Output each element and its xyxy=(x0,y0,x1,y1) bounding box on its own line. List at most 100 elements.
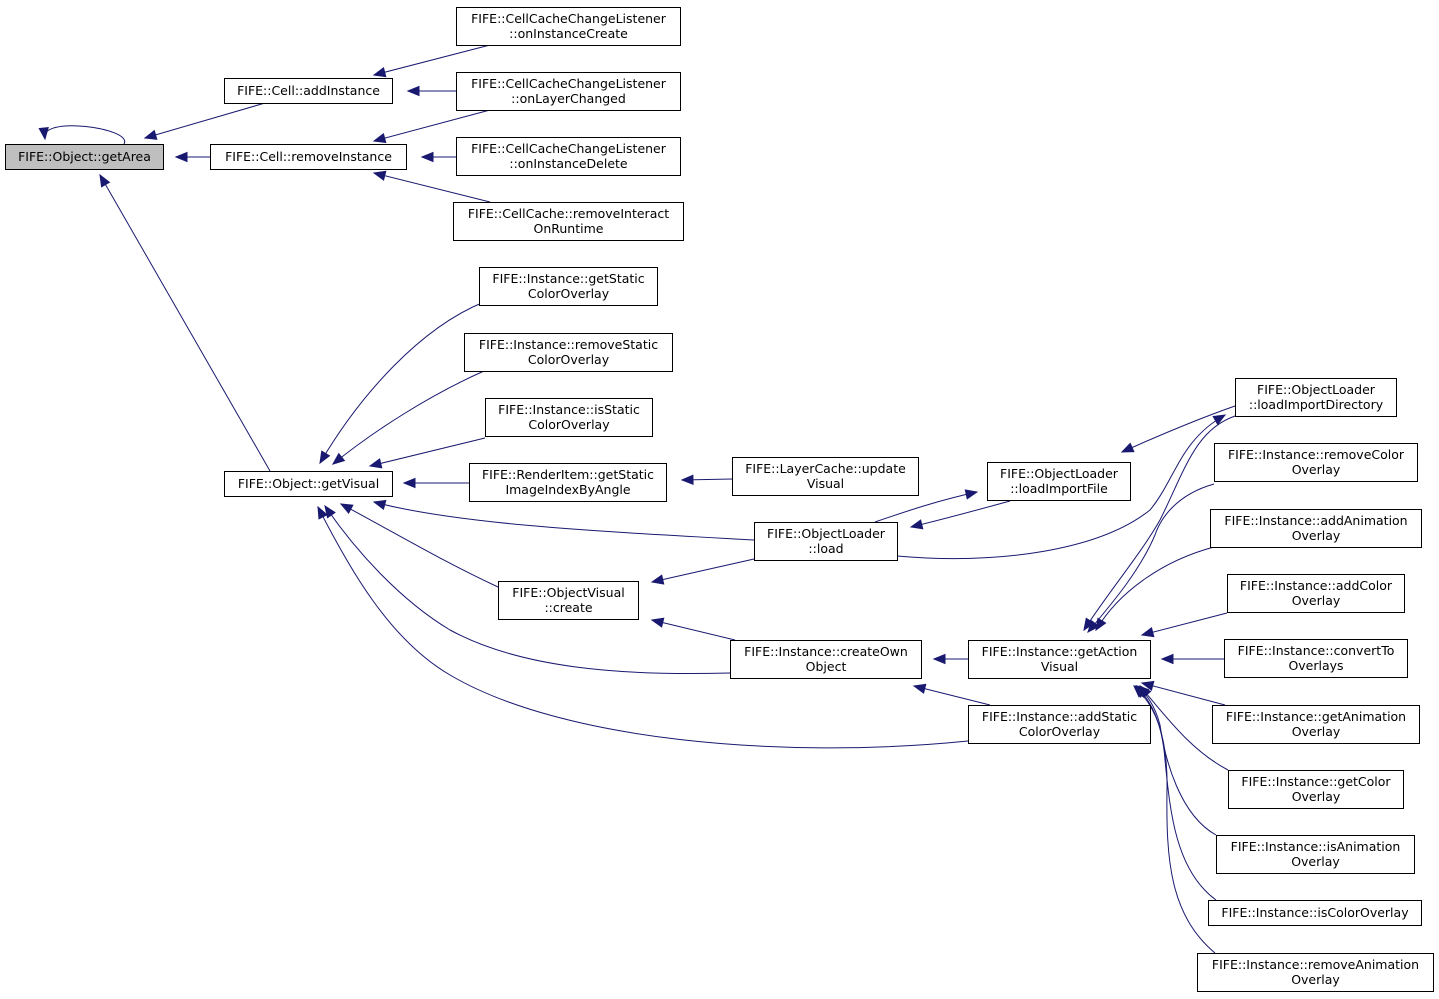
node-get-visual[interactable]: FIFE::Object::getVisual xyxy=(224,471,393,497)
node-is-color-overlay[interactable]: FIFE::Instance::isColorOverlay xyxy=(1208,900,1422,926)
edge-load-import-file-to-load xyxy=(909,500,1011,530)
node-box[interactable] xyxy=(754,522,898,561)
edge-add-color-overlay-to-get-action-visual xyxy=(1140,612,1228,638)
arrowhead xyxy=(38,126,49,141)
node-box[interactable] xyxy=(498,581,639,620)
arrowhead xyxy=(1095,617,1107,632)
node-on-instance-delete[interactable]: FIFE::CellCacheChangeListener::onInstanc… xyxy=(456,137,681,176)
node-box[interactable] xyxy=(456,7,681,46)
node-label-line: Object xyxy=(806,659,847,674)
node-box[interactable] xyxy=(1228,770,1404,809)
edge-line xyxy=(910,500,1011,528)
arrowhead xyxy=(339,503,354,515)
arrowhead xyxy=(650,574,665,585)
node-label-line: ColorOverlay xyxy=(528,352,610,367)
arrowhead xyxy=(99,173,111,188)
node-box[interactable] xyxy=(987,462,1131,501)
node-load-import-directory[interactable]: FIFE::ObjectLoader::loadImportDirectory xyxy=(1235,378,1397,417)
node-load-import-file[interactable]: FIFE::ObjectLoader::loadImportFile xyxy=(987,462,1131,501)
node-box[interactable] xyxy=(469,463,667,502)
node-box[interactable] xyxy=(210,144,407,170)
edge-remove-static-color-overlay-to-get-visual xyxy=(331,370,485,465)
node-box[interactable] xyxy=(1214,443,1418,482)
node-get-area[interactable]: FIFE::Object::getArea xyxy=(5,144,164,170)
node-box[interactable] xyxy=(730,640,922,679)
edge-line xyxy=(373,44,491,76)
node-add-instance[interactable]: FIFE::Cell::addInstance xyxy=(224,78,393,104)
arrowhead xyxy=(372,499,387,510)
edge-create-own-object-to-create xyxy=(650,617,736,641)
arrowhead xyxy=(402,477,416,489)
node-label-line: FIFE::ObjectLoader xyxy=(767,526,886,541)
node-box[interactable] xyxy=(1216,835,1415,874)
arrowhead xyxy=(680,474,694,486)
node-load[interactable]: FIFE::ObjectLoader::load xyxy=(754,522,898,561)
node-label-line: ::loadImportDirectory xyxy=(1249,397,1384,412)
node-on-layer-changed[interactable]: FIFE::CellCacheChangeListener::onLayerCh… xyxy=(456,72,681,111)
arrowhead xyxy=(368,458,383,469)
node-label-line: FIFE::Instance::getAction xyxy=(982,644,1138,659)
node-label-line: Overlays xyxy=(1288,658,1343,673)
arrowhead xyxy=(1120,442,1135,453)
arrowhead xyxy=(932,653,946,665)
node-box[interactable] xyxy=(464,333,673,372)
edge-line xyxy=(319,301,485,464)
node-box[interactable] xyxy=(732,457,919,496)
node-box[interactable] xyxy=(1224,639,1408,678)
node-box[interactable] xyxy=(453,202,684,241)
node-label-line: FIFE::RenderItem::getStatic xyxy=(482,467,654,482)
edge-line xyxy=(44,125,125,145)
edge-on-instance-create-to-add-instance xyxy=(372,44,491,78)
edge-line xyxy=(1087,483,1215,633)
arrowhead xyxy=(1087,619,1100,634)
node-box[interactable] xyxy=(1235,378,1397,417)
node-create[interactable]: FIFE::ObjectVisual::create xyxy=(498,581,639,620)
node-label-line: Overlay xyxy=(1291,854,1340,869)
edge-line xyxy=(1095,546,1215,631)
node-box[interactable] xyxy=(968,705,1151,744)
edge-line xyxy=(1139,685,1229,771)
arrowhead xyxy=(143,129,158,140)
node-box[interactable] xyxy=(1210,509,1422,548)
edge-load-import-directory-to-load-import-file xyxy=(1120,405,1236,453)
node-box[interactable] xyxy=(1212,705,1420,744)
node-box[interactable] xyxy=(1197,953,1434,992)
node-get-static-image-index-by-angle[interactable]: FIFE::RenderItem::getStaticImageIndexByA… xyxy=(469,463,667,502)
edge-line xyxy=(373,501,755,541)
node-box[interactable] xyxy=(456,72,681,111)
node-on-instance-create[interactable]: FIFE::CellCacheChangeListener::onInstanc… xyxy=(456,7,681,46)
node-box[interactable] xyxy=(485,398,653,437)
edges-layer xyxy=(38,44,1236,954)
node-box[interactable] xyxy=(5,144,164,170)
node-box[interactable] xyxy=(224,471,393,497)
node-label-line: OnRuntime xyxy=(534,221,604,236)
node-box[interactable] xyxy=(1227,574,1405,613)
node-box[interactable] xyxy=(1208,900,1422,926)
node-remove-instance[interactable]: FIFE::Cell::removeInstance xyxy=(210,144,407,170)
edge-add-instance-to-get-area xyxy=(143,102,266,140)
node-box[interactable] xyxy=(456,137,681,176)
node-box[interactable] xyxy=(479,267,658,306)
arrowhead xyxy=(1212,414,1227,426)
edge-on-layer-changed-to-remove-instance xyxy=(372,109,491,144)
arrowhead xyxy=(331,452,346,465)
node-box[interactable] xyxy=(224,78,393,104)
node-box[interactable] xyxy=(968,640,1151,679)
